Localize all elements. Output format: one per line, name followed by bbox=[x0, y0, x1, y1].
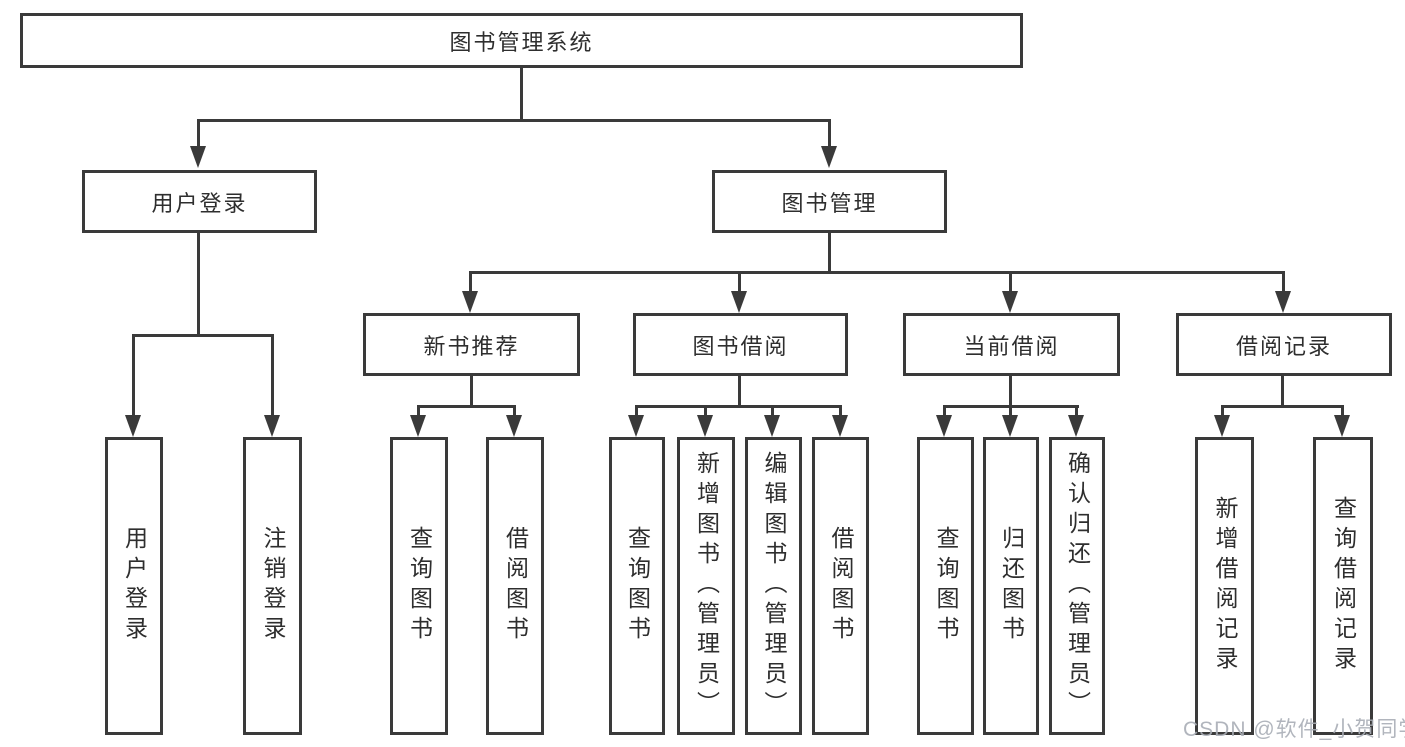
leaf-label: 查询图书 bbox=[933, 526, 959, 646]
connector-user-login-branch bbox=[132, 334, 274, 337]
connector-drop bbox=[635, 405, 638, 417]
leaf-currentborrow-confirm-return: 确认归还（管理员） bbox=[1049, 437, 1105, 735]
leaf-label: 确认归还（管理员） bbox=[1064, 451, 1091, 721]
connector-book-mgmt-branch bbox=[469, 271, 1284, 274]
connector-drop-current-borrow bbox=[1009, 271, 1012, 295]
connector-book-borrow-branch bbox=[635, 405, 841, 408]
node-book-mgmt: 图书管理 bbox=[712, 170, 947, 233]
arrowhead-down-icon bbox=[936, 415, 952, 437]
node-user-login: 用户登录 bbox=[82, 170, 317, 233]
connector-drop bbox=[771, 405, 774, 417]
connector-drop-book-borrow bbox=[738, 271, 741, 295]
arrowhead-down-icon bbox=[1002, 415, 1018, 437]
leaf-logout: 注销登录 bbox=[243, 437, 302, 735]
leaf-records-add-record: 新增借阅记录 bbox=[1195, 437, 1254, 735]
arrowhead-down-icon bbox=[821, 146, 837, 168]
node-current-borrow-label: 当前借阅 bbox=[963, 333, 1060, 359]
connector-current-borrow-stem bbox=[1009, 376, 1012, 407]
node-borrow-records-label: 借阅记录 bbox=[1235, 333, 1332, 359]
arrowhead-down-icon bbox=[731, 291, 747, 313]
connector-root-branch bbox=[197, 119, 831, 122]
connector-drop bbox=[1221, 405, 1224, 417]
arrowhead-down-icon bbox=[832, 415, 848, 437]
arrowhead-down-icon bbox=[697, 415, 713, 437]
node-book-borrow-label: 图书借阅 bbox=[692, 333, 789, 359]
leaf-newbooks-query-book: 查询图书 bbox=[390, 437, 448, 735]
connector-root-stem bbox=[520, 68, 523, 120]
csdn-watermark: CSDN @软件_小贺同学 bbox=[1183, 718, 1405, 741]
leaf-label: 借阅图书 bbox=[828, 526, 854, 646]
leaf-currentborrow-return-book: 归还图书 bbox=[983, 437, 1039, 735]
leaf-label: 归还图书 bbox=[998, 526, 1025, 646]
connector-borrow-records-branch bbox=[1221, 405, 1344, 408]
arrowhead-down-icon bbox=[462, 291, 478, 313]
leaf-bookborrow-edit-book: 编辑图书（管理员） bbox=[745, 437, 802, 735]
node-user-login-label: 用户登录 bbox=[151, 190, 248, 216]
connector-drop-user-login bbox=[197, 119, 200, 150]
node-new-books-label: 新书推荐 bbox=[423, 333, 520, 359]
connector-drop bbox=[943, 405, 946, 417]
leaf-label: 查询图书 bbox=[406, 526, 433, 646]
leaf-bookborrow-add-book: 新增图书（管理员） bbox=[677, 437, 735, 735]
leaf-logout-label: 注销登录 bbox=[260, 526, 286, 646]
node-book-borrow: 图书借阅 bbox=[633, 313, 848, 376]
connector-drop-login bbox=[132, 334, 135, 418]
connector-user-login-stem bbox=[197, 233, 200, 336]
connector-drop bbox=[839, 405, 842, 417]
leaf-label: 借阅图书 bbox=[502, 526, 529, 646]
connector-new-books-stem bbox=[470, 376, 473, 407]
arrowhead-down-icon bbox=[1068, 415, 1084, 437]
arrowhead-down-icon bbox=[190, 146, 206, 168]
connector-drop-book-mgmt bbox=[828, 119, 831, 150]
leaf-label: 新增借阅记录 bbox=[1212, 496, 1238, 676]
leaf-currentborrow-query-book: 查询图书 bbox=[917, 437, 974, 735]
arrowhead-down-icon bbox=[764, 415, 780, 437]
leaf-label: 查询借阅记录 bbox=[1330, 496, 1357, 676]
connector-drop-borrow-records bbox=[1282, 271, 1285, 295]
leaf-login: 用户登录 bbox=[105, 437, 163, 735]
arrowhead-down-icon bbox=[1334, 415, 1350, 437]
node-new-books: 新书推荐 bbox=[363, 313, 580, 376]
leaf-records-query-record: 查询借阅记录 bbox=[1313, 437, 1373, 735]
arrowhead-down-icon bbox=[628, 415, 644, 437]
leaf-label: 查询图书 bbox=[624, 526, 651, 646]
connector-book-borrow-stem bbox=[738, 376, 741, 407]
leaf-bookborrow-query-book: 查询图书 bbox=[609, 437, 665, 735]
connector-drop-new-books bbox=[469, 271, 472, 295]
arrowhead-down-icon bbox=[506, 415, 522, 437]
node-current-borrow: 当前借阅 bbox=[903, 313, 1120, 376]
connector-drop bbox=[417, 405, 420, 417]
node-book-mgmt-label: 图书管理 bbox=[781, 190, 878, 216]
arrowhead-down-icon bbox=[1214, 415, 1230, 437]
node-root-label: 图书管理系统 bbox=[449, 29, 594, 55]
connector-drop bbox=[513, 405, 516, 417]
leaf-login-label: 用户登录 bbox=[121, 526, 148, 646]
leaf-label: 编辑图书（管理员） bbox=[761, 451, 787, 721]
connector-drop bbox=[1341, 405, 1344, 417]
connector-borrow-records-stem bbox=[1281, 376, 1284, 407]
connector-drop bbox=[1009, 405, 1012, 417]
node-root: 图书管理系统 bbox=[20, 13, 1023, 68]
arrowhead-down-icon bbox=[1275, 291, 1291, 313]
connector-drop-logout bbox=[271, 334, 274, 418]
node-borrow-records: 借阅记录 bbox=[1176, 313, 1392, 376]
arrowhead-down-icon bbox=[125, 415, 141, 437]
connector-drop bbox=[1075, 405, 1078, 417]
leaf-bookborrow-borrow-book: 借阅图书 bbox=[812, 437, 869, 735]
connector-book-mgmt-stem bbox=[828, 233, 831, 273]
leaf-label: 新增图书（管理员） bbox=[693, 451, 720, 721]
connector-new-books-branch bbox=[417, 405, 516, 408]
connector-drop bbox=[704, 405, 707, 417]
leaf-newbooks-borrow-book: 借阅图书 bbox=[486, 437, 544, 735]
arrowhead-down-icon bbox=[264, 415, 280, 437]
arrowhead-down-icon bbox=[1002, 291, 1018, 313]
arrowhead-down-icon bbox=[410, 415, 426, 437]
